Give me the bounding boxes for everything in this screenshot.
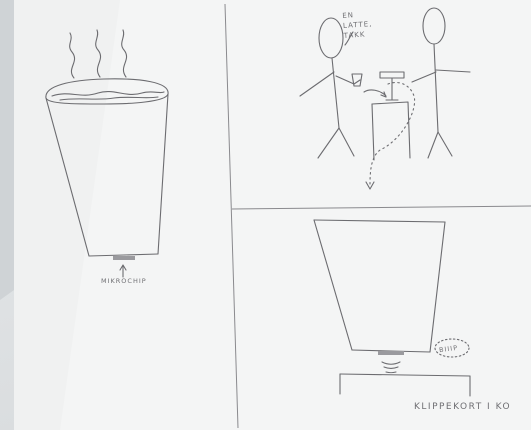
wall-background — [0, 0, 14, 300]
footer-label: KLIPPEKORT I KO — [414, 402, 511, 412]
order-note-line: TAKK — [343, 29, 373, 41]
microchip-mark — [113, 256, 135, 260]
order-note: EN LATTE, TAKK — [342, 9, 373, 41]
microchip-mark — [378, 351, 404, 355]
microchip-label: MIKROCHIP — [101, 277, 147, 285]
